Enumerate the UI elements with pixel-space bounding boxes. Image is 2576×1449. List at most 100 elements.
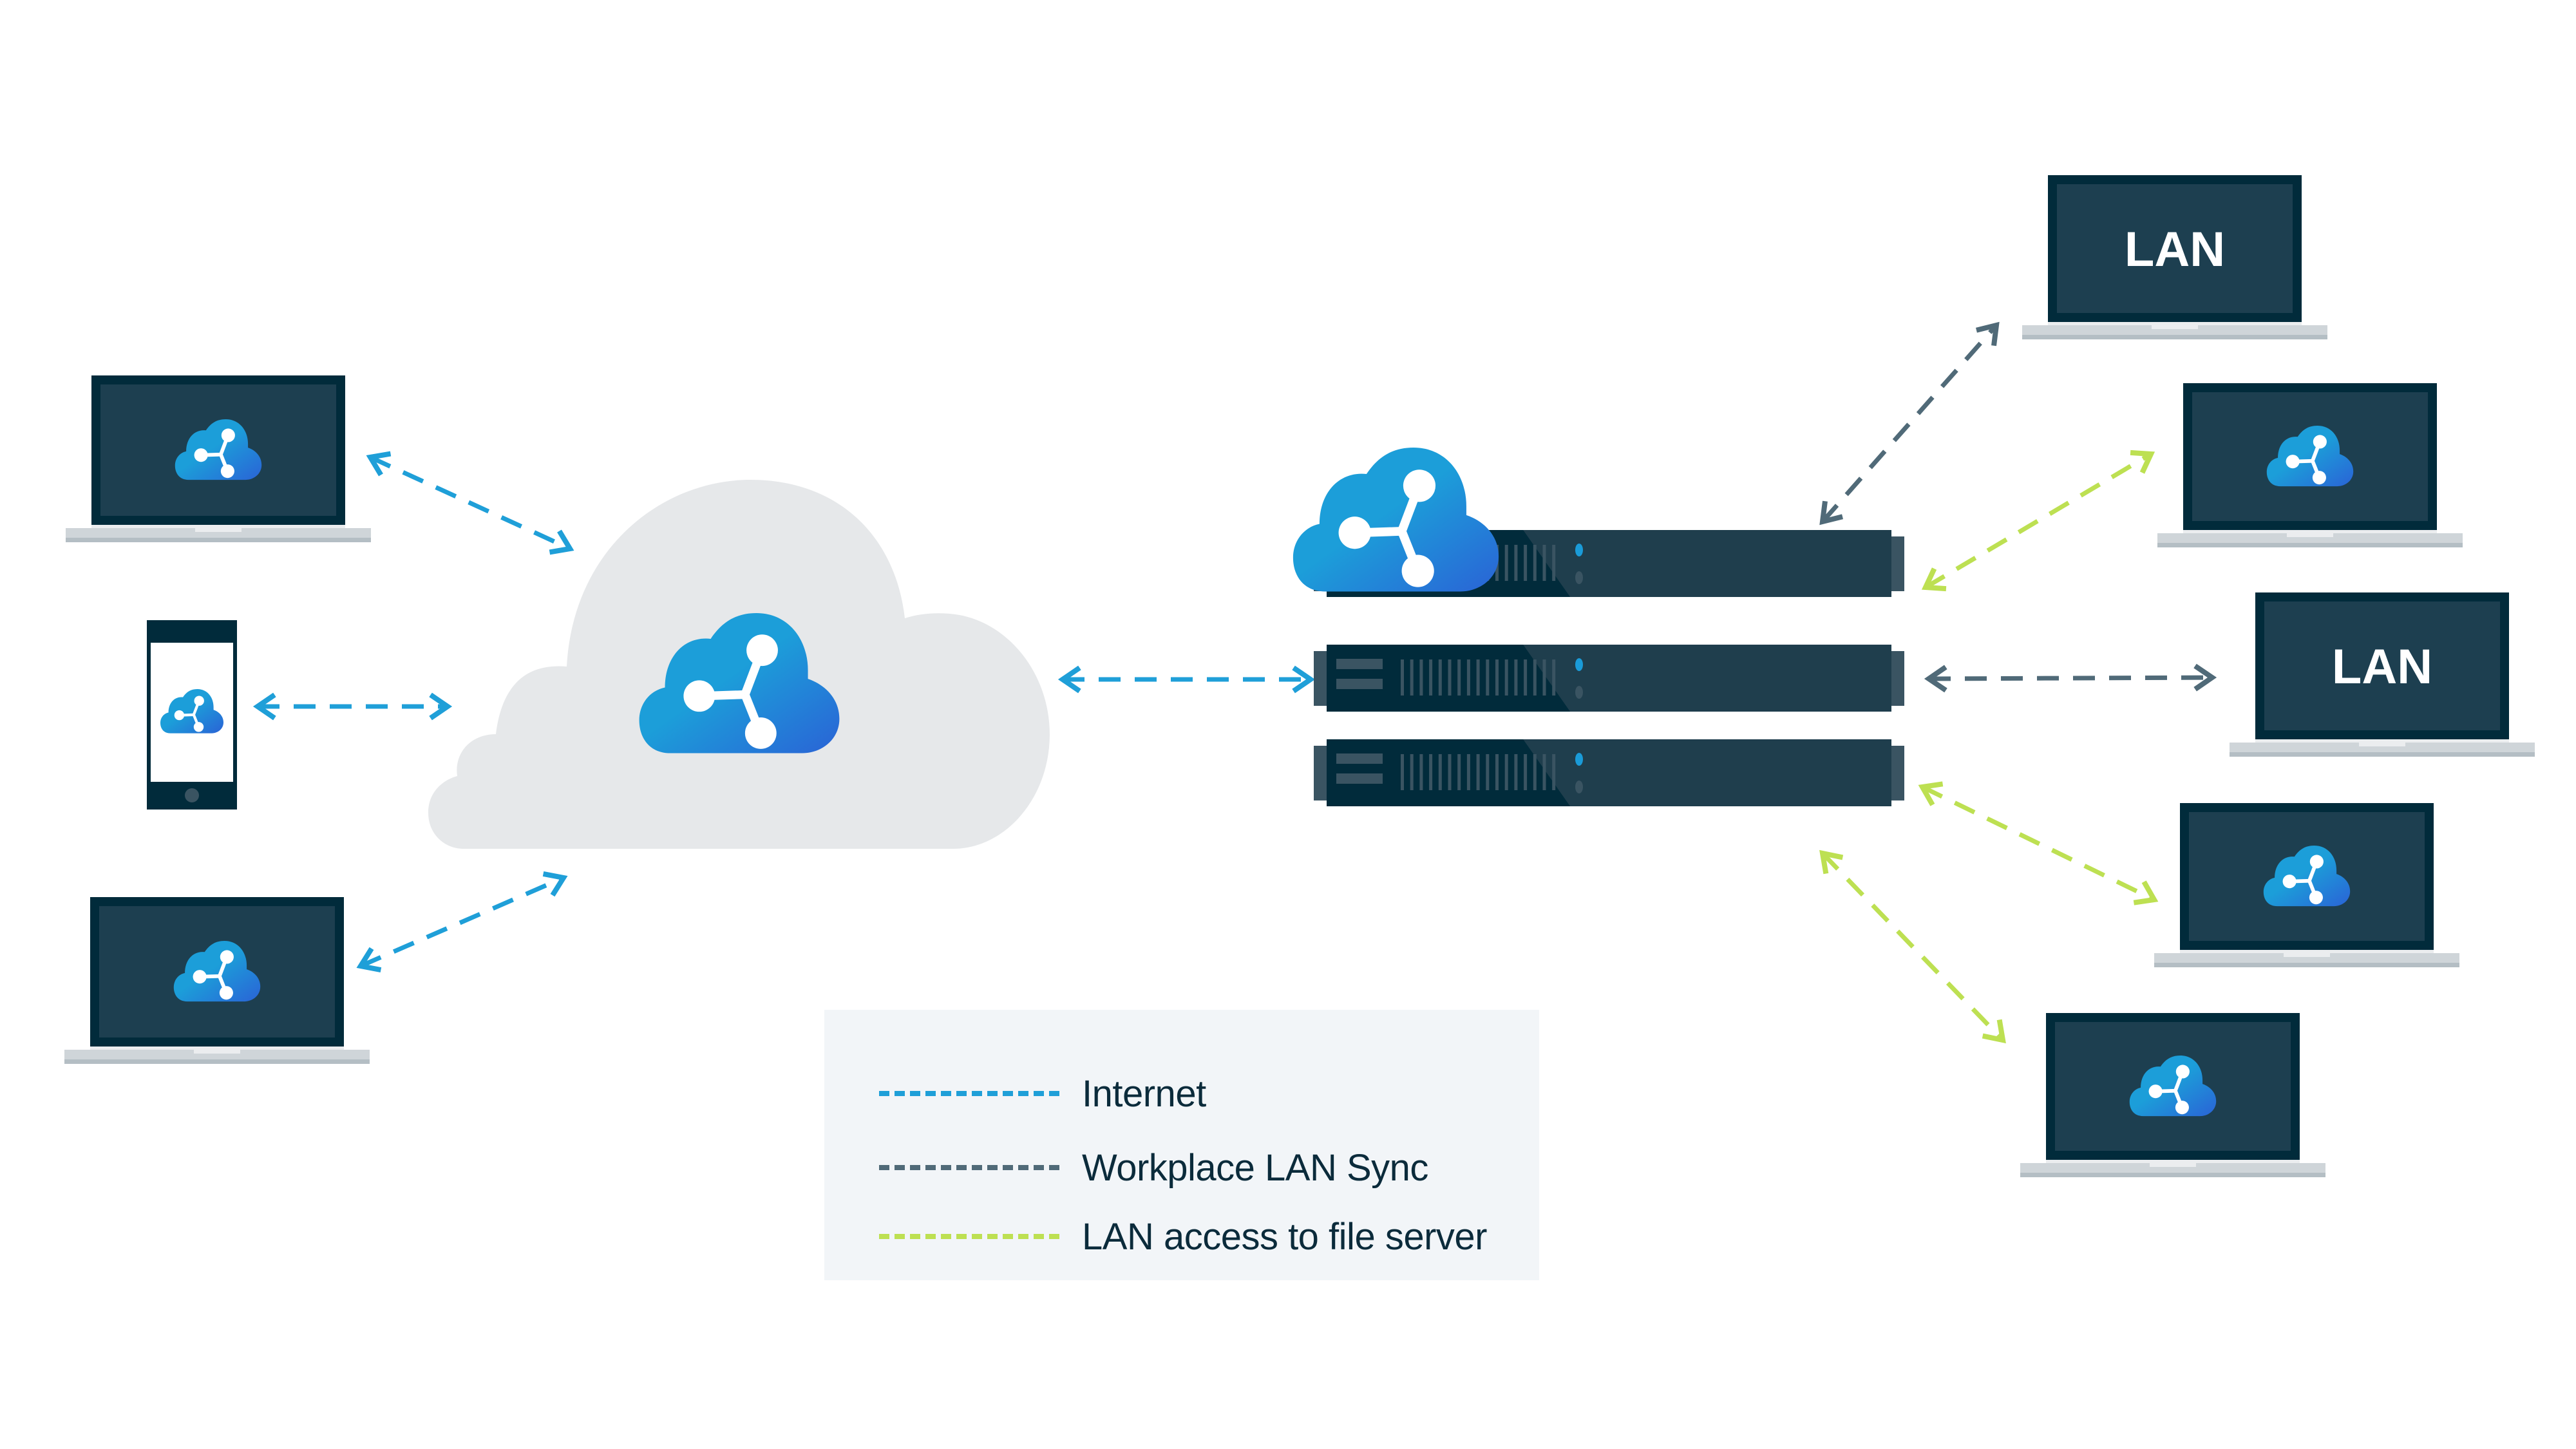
server-vent [1419,659,1423,696]
left-laptop-2 [64,897,370,1064]
laptop-base-shadow [2230,752,2535,757]
server-label-bar [1336,679,1383,689]
link-server-lan1 [1819,321,2000,526]
server-vent [1495,754,1499,790]
server-vent [1514,754,1518,790]
server-label-bar [1336,659,1383,669]
server-label-bar [1336,773,1383,784]
legend-label: Workplace LAN Sync [1082,1146,1428,1189]
arrowhead-icon [1975,321,2000,346]
link-laptop1-cloud [366,451,574,555]
legend-label: LAN access to file server [1082,1215,1487,1258]
arrowhead-icon [366,451,392,477]
server-panel-shade [1523,530,1891,597]
laptop-hinge [2183,530,2437,534]
link-server-app3 [1819,849,2006,1044]
server-unit-3 [1314,739,1904,806]
dashed-line [359,875,565,969]
server-vent [1438,659,1442,696]
laptop-notch [195,528,242,532]
left-laptop-1 [66,375,371,542]
laptop-base-shadow [2020,1173,2325,1177]
server-status-led-icon [1575,544,1583,556]
laptop-notch [194,1050,240,1054]
server-status-led-icon [1575,658,1583,671]
server-vent [1495,659,1499,696]
arrowhead-icon [1819,849,1844,875]
server-vent [1401,754,1404,790]
link-cloud-server [1057,665,1316,694]
server-panel-shade [1523,739,1891,806]
laptop-hinge [2046,1160,2300,1164]
server-vent [1524,545,1528,581]
dashed-line [1928,675,2213,681]
arrowhead-icon [1924,665,1947,693]
server-vent [1486,754,1490,790]
server-vent [1514,545,1518,581]
server-vent [1524,754,1528,790]
server-rail-right [1891,746,1904,800]
server-power-led-icon [1575,686,1583,699]
server-vent [1504,754,1508,790]
server-vent [1552,754,1556,790]
laptop-hinge [2255,739,2509,743]
server-vent [1533,659,1537,696]
server-vent [1542,545,1546,581]
laptop-hinge [91,525,345,529]
right-laptop-lan-1: LAN [2022,175,2327,339]
server-rail-left [1314,746,1327,800]
server-panel-shade [1523,645,1891,712]
arrowhead-icon [1982,1019,2006,1044]
link-server-app2 [1918,781,2159,905]
server-vent [1476,754,1480,790]
server-vent [1466,754,1470,790]
server-vent [1533,545,1537,581]
legend: Internet Workplace LAN Sync LAN access t… [824,1010,1539,1280]
right-laptop-app-3 [2020,1013,2325,1177]
legend-item-internet: Internet [879,1072,1206,1115]
right-laptop-app-2 [2154,803,2459,967]
laptop-base-shadow [66,538,371,542]
laptop-hinge [2180,950,2434,954]
laptop-base-shadow [2157,543,2463,547]
server-vent [1457,659,1461,696]
server-power-led-icon [1575,781,1583,793]
server-rail-left [1314,651,1327,706]
server-status-led-icon [1575,753,1583,766]
server-vent [1542,754,1546,790]
laptop-base [2022,325,2327,336]
arrowhead-icon [1292,665,1316,694]
laptop-base-shadow [2022,335,2327,339]
link-laptop2-cloud [356,871,568,972]
laptop-hinge [2048,322,2302,326]
arrowhead-icon [542,871,568,897]
arrowhead-icon [2130,450,2155,474]
server-vent [1466,659,1470,696]
dashed-line [1921,784,2155,902]
internet-line-swatch [879,1091,1059,1096]
link-server-app1 [1921,450,2155,592]
left-phone [147,620,237,810]
laptop-notch [2150,1163,2196,1167]
lan-file-line-swatch [879,1234,1059,1239]
laptop-base [2020,1163,2325,1173]
phone-home-button-icon [185,788,199,802]
arrowhead-icon [2193,663,2217,692]
server-app-logo-icon [1293,448,1499,591]
server-vent [1457,754,1461,790]
laptop-hinge [90,1046,344,1050]
laptop-screen [2264,601,2500,730]
laptop-notch [2287,533,2333,537]
arrowhead-icon [1819,500,1844,526]
legend-label: Internet [1082,1072,1206,1115]
server-vent [1542,659,1546,696]
laptop-base-shadow [2154,963,2459,967]
legend-item-lan-sync: Workplace LAN Sync [879,1146,1428,1189]
arrowhead-icon [2133,880,2159,905]
server-vent [1476,659,1480,696]
lan-sync-line-swatch [879,1165,1059,1170]
server-vent [1419,754,1423,790]
server-vent [1410,754,1414,790]
server-vent [1504,659,1508,696]
